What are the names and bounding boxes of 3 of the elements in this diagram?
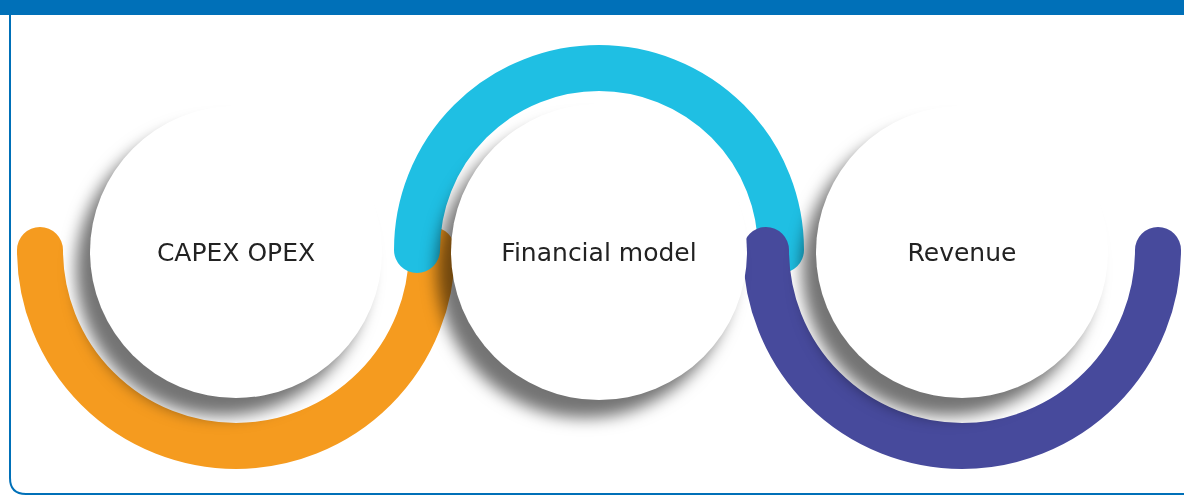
node-label: Revenue bbox=[907, 237, 1017, 267]
node-label: Financial model bbox=[501, 237, 697, 267]
node-label: CAPEX OPEX bbox=[156, 237, 316, 267]
